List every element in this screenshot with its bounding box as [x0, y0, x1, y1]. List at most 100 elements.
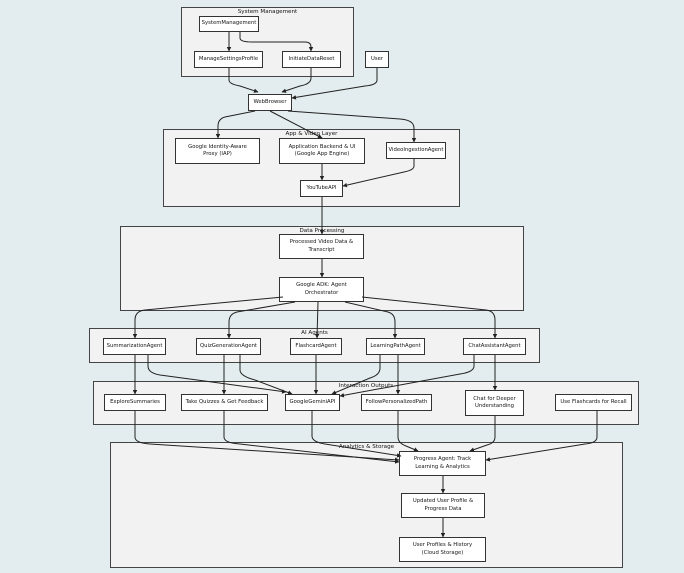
plus-mark [417, 12, 423, 18]
plus-mark [633, 525, 639, 531]
node-learning-path-agent[interactable]: LearningPathAgent [366, 338, 425, 355]
plus-mark [39, 309, 45, 315]
edge-chat-gemini [339, 355, 475, 398]
plus-mark [633, 336, 639, 342]
plus-mark [39, 255, 45, 261]
plus-mark [417, 363, 423, 369]
plus-mark [471, 201, 477, 207]
node-google-adk[interactable]: Google ADK: Agent Orchestrator [279, 277, 364, 302]
plus-mark [390, 363, 396, 369]
plus-mark [660, 309, 666, 315]
plus-mark [660, 174, 666, 180]
plus-mark [66, 147, 72, 153]
plus-mark [606, 201, 612, 207]
plus-mark [633, 39, 639, 45]
plus-mark [12, 471, 18, 477]
plus-mark [552, 201, 558, 207]
plus-mark [93, 120, 99, 126]
plus-mark [498, 12, 504, 18]
plus-mark [579, 147, 585, 153]
plus-mark [93, 66, 99, 72]
plus-mark [660, 201, 666, 207]
edge-sysmgmt-reset [239, 32, 314, 52]
plus-mark [552, 282, 558, 288]
node-system-management[interactable]: SystemManagement [199, 16, 259, 32]
plus-mark [525, 255, 531, 261]
plus-mark [93, 93, 99, 99]
plus-mark [552, 39, 558, 45]
group-title-analytics-storage: Analytics & Storage [338, 444, 395, 450]
node-video-ingestion-agent[interactable]: VideoIngestionAgent [386, 142, 446, 159]
node-user[interactable]: User [365, 51, 389, 68]
node-updated-user-profile[interactable]: Updated User Profile & Progress Data [401, 493, 485, 518]
plus-mark [282, 120, 288, 126]
node-summarization-agent[interactable]: SummarizationAgent [103, 338, 166, 355]
plus-mark [660, 471, 666, 477]
plus-mark [66, 390, 72, 396]
plus-mark [444, 363, 450, 369]
plus-mark [525, 120, 531, 126]
node-google-gemini-api[interactable]: GoogleGeminiAPI [285, 394, 340, 411]
node-progress-agent[interactable]: Progress Agent: Track Learning & Analyti… [399, 451, 486, 476]
plus-mark [498, 363, 504, 369]
node-user-profiles-history[interactable]: User Profiles & History (Cloud Storage) [399, 537, 486, 562]
node-google-iap[interactable]: Google Identity-Aware Proxy (IAP) [175, 138, 260, 164]
node-app-backend[interactable]: Application Backend & UI (Google App Eng… [279, 138, 365, 164]
plus-mark [498, 120, 504, 126]
edge-take-progress [223, 411, 400, 464]
edge-adk-flashcard [314, 301, 320, 339]
plus-mark [147, 12, 153, 18]
node-manage-settings-profile[interactable]: ManageSettingsProfile [194, 51, 263, 68]
plus-mark [39, 201, 45, 207]
plus-mark [471, 93, 477, 99]
node-quiz-generation-agent[interactable]: QuizGenerationAgent [196, 338, 261, 355]
plus-mark [39, 444, 45, 450]
plus-mark [417, 93, 423, 99]
plus-mark [120, 363, 126, 369]
plus-mark [12, 174, 18, 180]
plus-mark [579, 309, 585, 315]
node-web-browser[interactable]: WebBrowser [248, 94, 292, 111]
node-chat-deeper[interactable]: Chat for Deeper Understanding [465, 390, 524, 416]
plus-mark [606, 255, 612, 261]
plus-mark [660, 498, 666, 504]
node-youtube-api[interactable]: YouTubeAPI [300, 180, 343, 197]
plus-mark [471, 120, 477, 126]
plus-mark [39, 147, 45, 153]
node-follow-personalized-path[interactable]: FollowPersonalizedPath [361, 394, 432, 411]
plus-mark [660, 390, 666, 396]
node-chat-assistant-agent[interactable]: ChatAssistantAgent [463, 338, 526, 355]
node-processed-video-data[interactable]: Processed Video Data & Transcript [279, 234, 364, 259]
plus-mark [444, 120, 450, 126]
plus-mark [579, 12, 585, 18]
node-use-flashcards[interactable]: Use Flashcards for Recall [555, 394, 632, 411]
edge-summ-gemini [147, 355, 287, 394]
edge-quiz-gemini [239, 355, 293, 395]
plus-mark [660, 93, 666, 99]
node-flashcard-agent[interactable]: FlashcardAgent [290, 338, 342, 355]
node-initiate-data-reset[interactable]: InitiateDataReset [282, 51, 341, 68]
edge-adk-chatassist [361, 296, 498, 339]
plus-mark [606, 120, 612, 126]
plus-mark [498, 201, 504, 207]
plus-mark [93, 201, 99, 207]
plus-mark [255, 120, 261, 126]
plus-mark [93, 552, 99, 558]
plus-mark [93, 444, 99, 450]
plus-mark [12, 93, 18, 99]
plus-mark [93, 282, 99, 288]
plus-mark [390, 66, 396, 72]
plus-mark [12, 363, 18, 369]
plus-mark [633, 309, 639, 315]
node-explore-summaries[interactable]: ExploreSummaries [104, 394, 166, 411]
plus-mark [309, 93, 315, 99]
node-take-quizzes[interactable]: Take Quizzes & Get Feedback [181, 394, 268, 411]
plus-mark [39, 417, 45, 423]
group-analytics-storage: Analytics & Storage [110, 442, 623, 568]
plus-mark [579, 363, 585, 369]
edge-follow-progress [397, 411, 419, 452]
edge-browser-videoingest [287, 110, 417, 143]
plus-mark [147, 120, 153, 126]
plus-mark [201, 120, 207, 126]
